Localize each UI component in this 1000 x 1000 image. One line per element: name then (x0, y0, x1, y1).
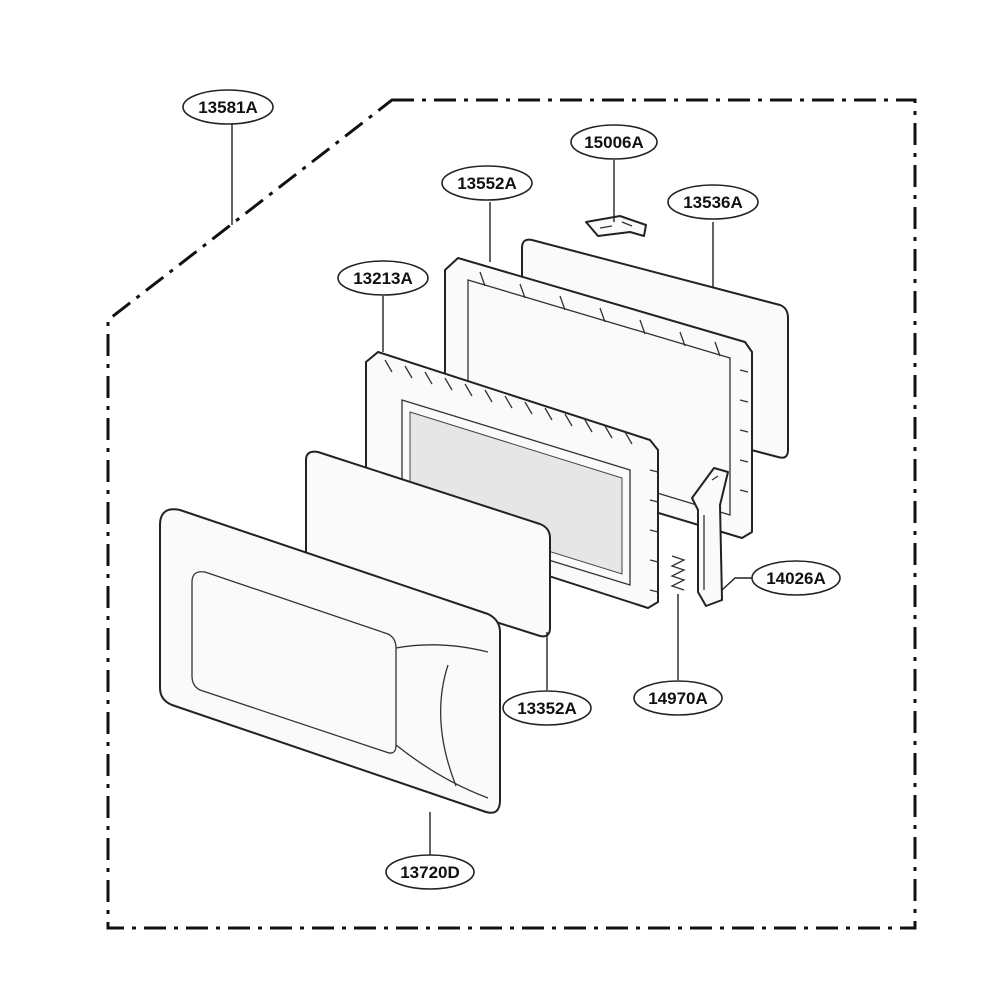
callout-screen: 13352A (502, 690, 592, 726)
latch-part (691, 467, 729, 607)
svg-text:14970A: 14970A (648, 689, 708, 708)
callout-latch: 14026A (751, 560, 841, 596)
svg-text:13552A: 13552A (457, 174, 517, 193)
callout-assembly: 13581A (182, 89, 274, 125)
callout-bracket: 15006A (570, 124, 658, 160)
svg-text:13352A: 13352A (517, 699, 577, 718)
door-panel-part (159, 508, 501, 814)
screen-part (305, 450, 551, 638)
spring-part (670, 555, 686, 591)
svg-text:14026A: 14026A (766, 569, 826, 588)
svg-text:13581A: 13581A (198, 98, 258, 117)
svg-text:13536A: 13536A (683, 193, 743, 212)
svg-text:13213A: 13213A (353, 269, 413, 288)
leader-latch (721, 577, 756, 591)
svg-text:13720D: 13720D (400, 863, 460, 882)
callout-frame: 13552A (441, 165, 533, 201)
callout-door-panel: 13720D (385, 854, 475, 890)
callout-spring: 14970A (633, 680, 723, 716)
callout-back-plate: 13536A (667, 184, 759, 220)
assembly-boundary (106, 98, 917, 930)
svg-text:15006A: 15006A (584, 133, 644, 152)
bracket-part (585, 215, 647, 237)
choke-part (365, 351, 659, 609)
callout-choke: 13213A (337, 260, 429, 296)
